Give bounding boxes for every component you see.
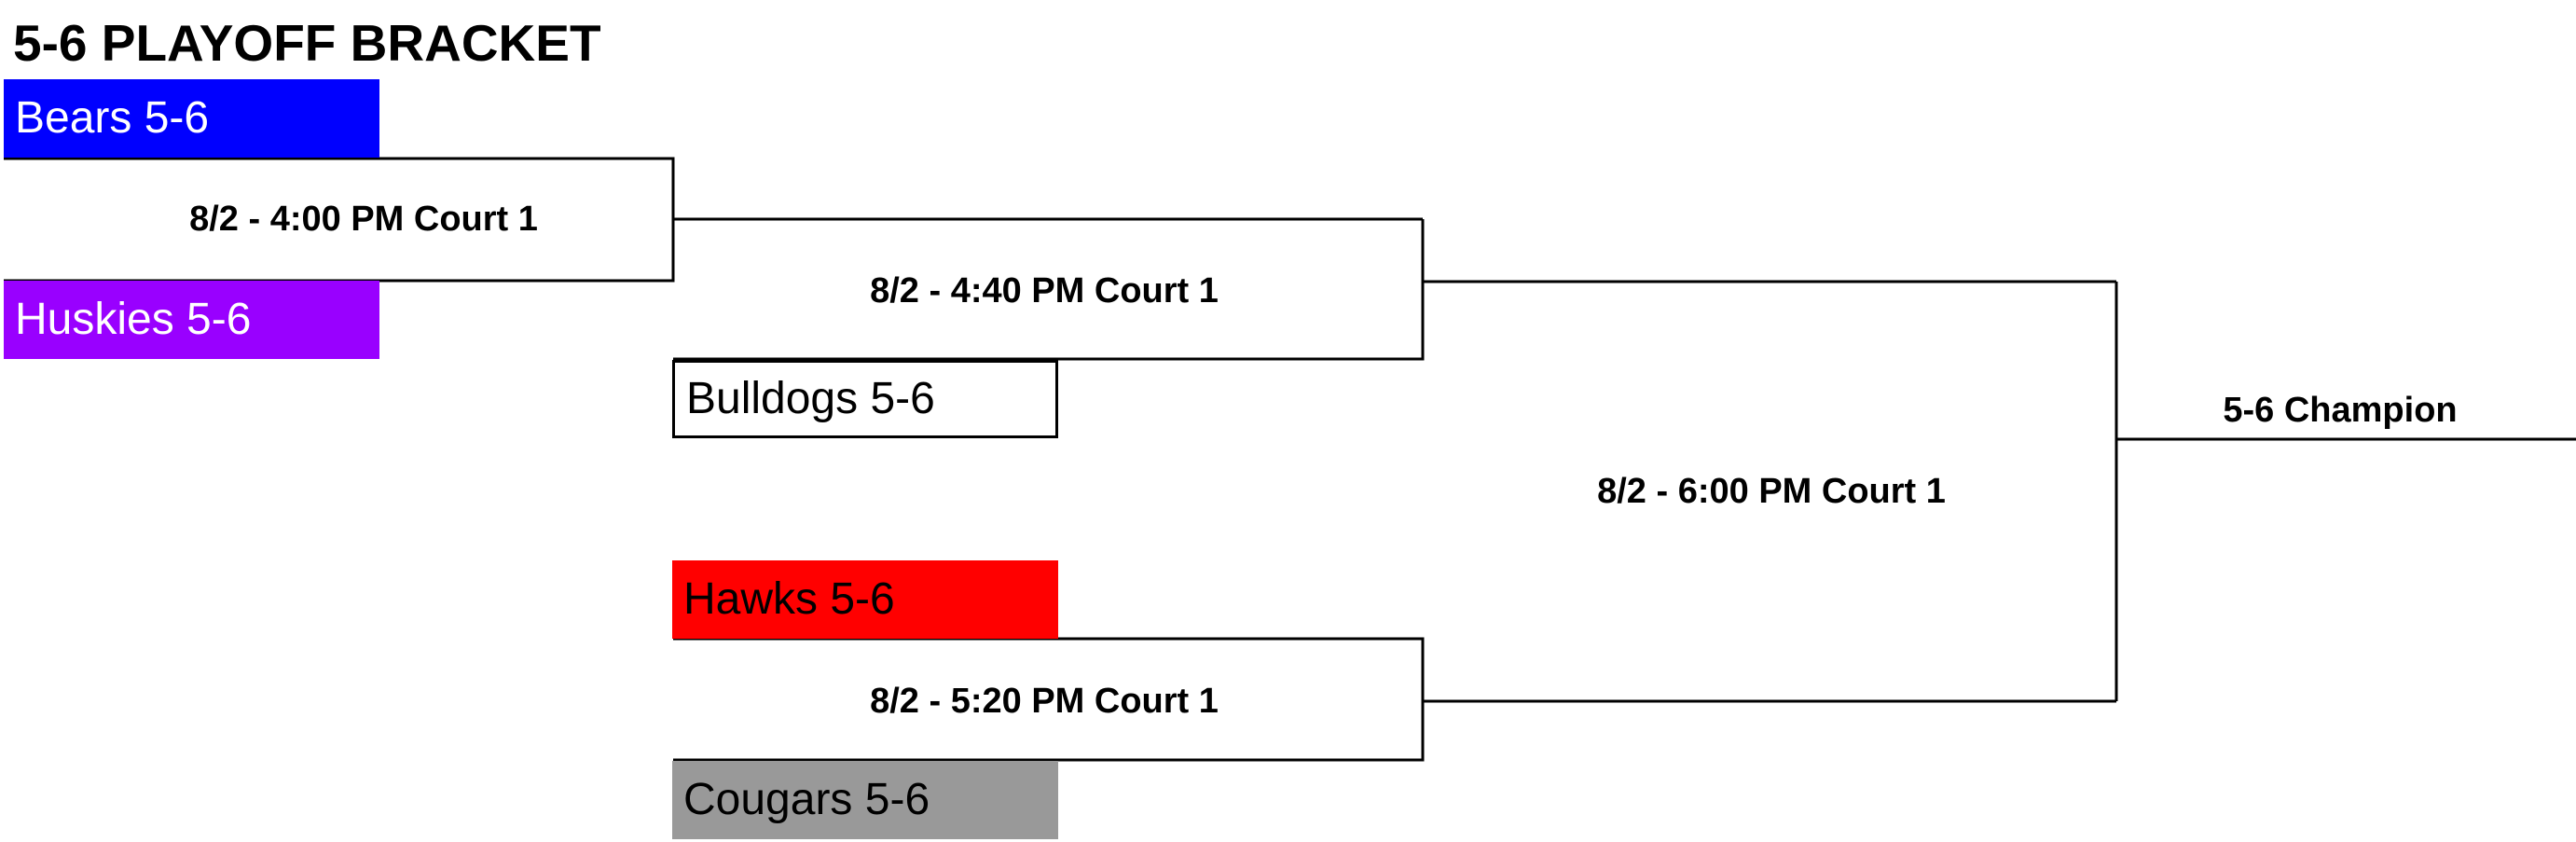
team-cougars: Cougars 5-6	[672, 761, 1058, 839]
game1-label: 8/2 - 4:00 PM Court 1	[189, 200, 538, 239]
game2-connector	[673, 219, 1425, 361]
champion-label: 5-6 Champion	[2223, 391, 2458, 430]
final-label: 8/2 - 6:00 PM Court 1	[1597, 472, 1946, 511]
team-bears: Bears 5-6	[4, 79, 379, 158]
game3-label: 8/2 - 5:20 PM Court 1	[870, 682, 1219, 721]
game2-label: 8/2 - 4:40 PM Court 1	[870, 271, 1219, 311]
page-title: 5-6 PLAYOFF BRACKET	[13, 14, 601, 72]
team-huskies: Huskies 5-6	[4, 281, 379, 359]
game3-connector	[673, 637, 1425, 762]
team-hawks: Hawks 5-6	[672, 560, 1058, 639]
team-bulldogs: Bulldogs 5-6	[672, 360, 1058, 438]
